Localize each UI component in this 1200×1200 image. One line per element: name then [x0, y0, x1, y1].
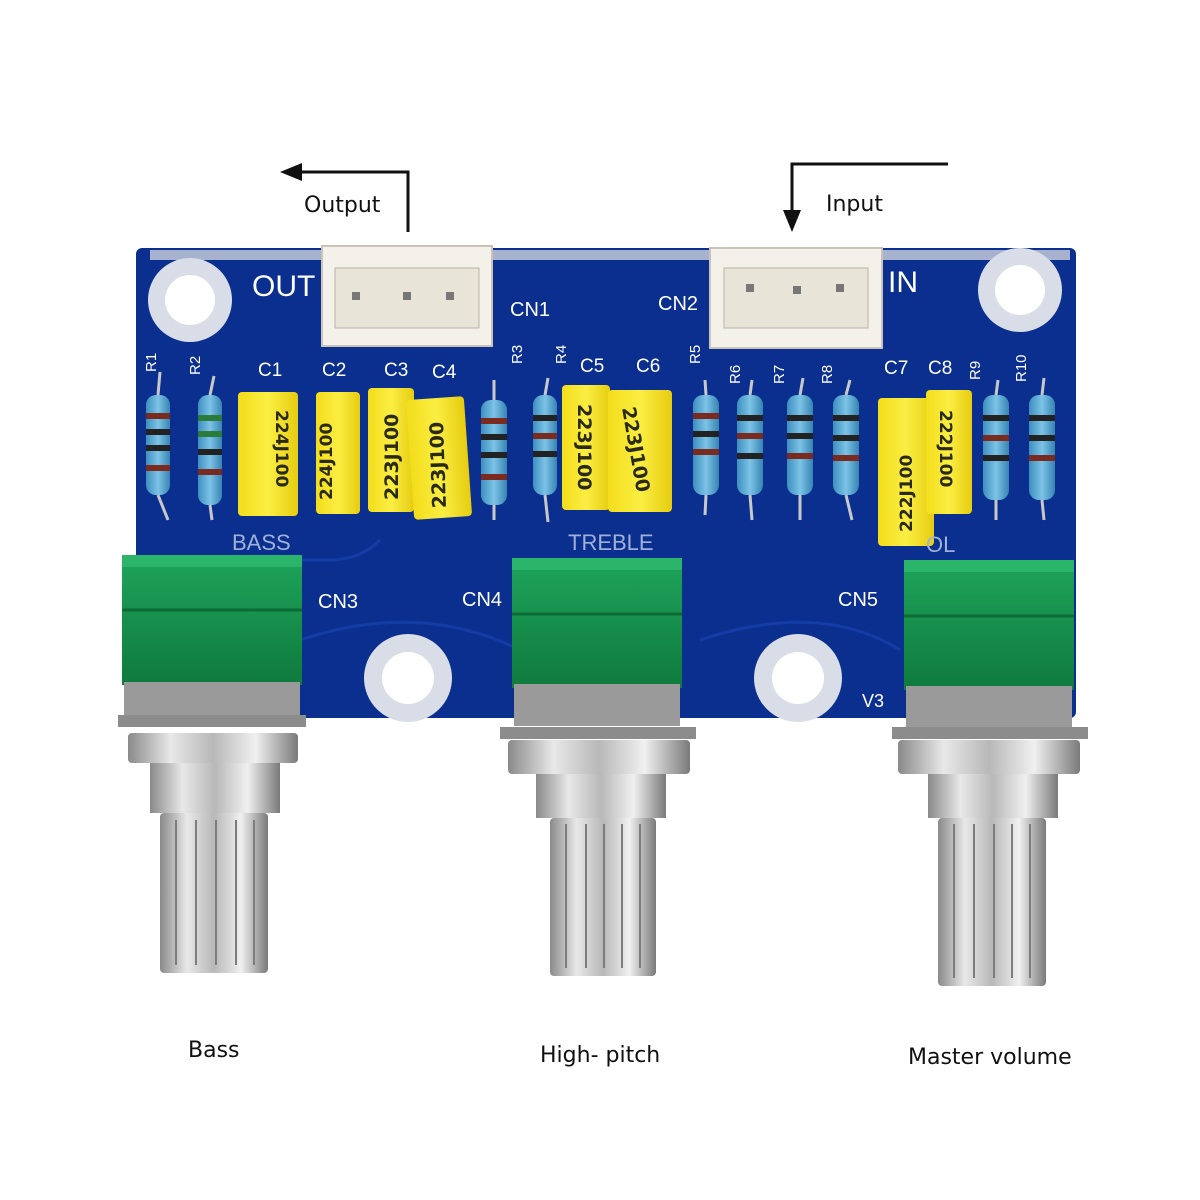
silk-c1: C1: [258, 360, 282, 381]
silk-cn3: CN3: [318, 591, 358, 613]
potentiometer-treble[interactable]: [500, 558, 696, 976]
resistor: [1029, 395, 1055, 500]
cap-mark-c7: 222J100: [897, 455, 917, 532]
cap-mark-c2: 224J100: [317, 423, 337, 500]
silk-bass: BASS: [232, 530, 291, 555]
silk-c2: C2: [322, 360, 346, 381]
mounting-hole: [754, 634, 842, 722]
silk-r3: R3: [509, 345, 526, 364]
resistor: [693, 395, 719, 495]
input-label: Input: [826, 192, 883, 217]
resistor: [198, 395, 222, 505]
resistor: [983, 395, 1009, 500]
cap-mark-c4: 223J100: [426, 421, 451, 508]
silk-cn2: CN2: [658, 293, 698, 315]
resistor: [481, 400, 507, 505]
capacitor-c5: [562, 385, 610, 510]
potentiometer-volume[interactable]: [892, 560, 1088, 986]
cap-mark-c1: 224J100: [271, 410, 291, 487]
connector-cn1: [321, 245, 493, 347]
resistor: [787, 395, 813, 495]
silk-r8: R8: [819, 365, 836, 384]
mounting-hole: [148, 258, 232, 342]
cap-mark-c3: 223J100: [381, 414, 403, 500]
potentiometer-bass[interactable]: [118, 555, 306, 973]
mounting-hole: [978, 248, 1062, 332]
output-arrow-icon: [280, 163, 410, 232]
resistors: [146, 395, 1055, 505]
capacitor-c2: [316, 392, 360, 514]
silk-treble: TREBLE: [568, 530, 654, 555]
bass-label: Bass: [188, 1038, 240, 1063]
mounting-hole: [364, 634, 452, 722]
silk-c7: C7: [884, 358, 908, 379]
output-label: Output: [304, 193, 381, 218]
connector-cn2: [709, 247, 883, 349]
silk-r5: R5: [687, 345, 704, 364]
silk-cn4: CN4: [462, 589, 502, 611]
capacitor-c6: [608, 390, 672, 512]
silk-out: OUT: [252, 270, 315, 303]
silk-r2: R2: [187, 356, 204, 375]
cap-mark-c8: 222J100: [935, 410, 955, 487]
silk-c3: C3: [384, 360, 408, 381]
capacitor-c1: [238, 392, 298, 516]
silk-r7: R7: [771, 365, 788, 384]
cap-mark-c5: 223J100: [573, 404, 595, 490]
silk-c4: C4: [432, 362, 457, 383]
input-arrow-icon: [783, 162, 948, 232]
silk-r10: R10: [1013, 354, 1030, 382]
capacitor-c4: [406, 396, 472, 520]
silk-c8: C8: [928, 358, 952, 379]
resistor: [737, 395, 763, 495]
resistor: [533, 395, 557, 495]
silk-r6: R6: [727, 365, 744, 384]
resistor: [833, 395, 859, 495]
silk-r4: R4: [553, 345, 570, 364]
silk-vol: OL: [926, 532, 955, 557]
capacitor-c7: [878, 398, 934, 546]
silk-in: IN: [888, 266, 918, 299]
silk-c5: C5: [580, 356, 604, 377]
silk-cn1: CN1: [510, 299, 550, 321]
capacitor-c8: [926, 390, 972, 514]
silk-c6: C6: [636, 356, 660, 377]
silk-v3: V3: [862, 691, 884, 711]
silk-cn5: CN5: [838, 589, 878, 611]
capacitor-c3: [368, 388, 414, 512]
master-volume-label: Master volume: [908, 1045, 1072, 1070]
resistor: [146, 395, 170, 495]
silk-r9: R9: [967, 361, 984, 380]
silk-r1: R1: [143, 353, 160, 372]
capacitors: [238, 385, 972, 546]
high-pitch-label: High- pitch: [540, 1043, 661, 1068]
